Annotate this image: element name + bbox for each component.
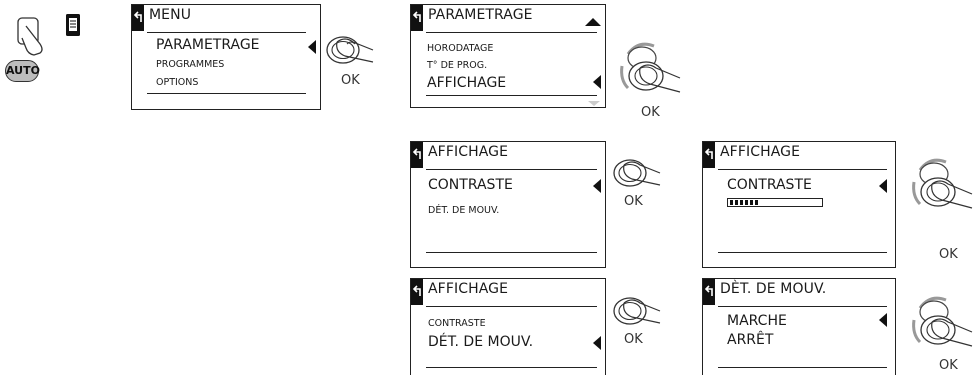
menu-item-contraste[interactable]: CONTRASTE — [428, 177, 513, 193]
selection-arrow-icon — [593, 75, 601, 89]
ok-press-icon[interactable] — [323, 28, 375, 74]
divider — [718, 306, 887, 307]
screen-title: AFFICHAGE — [720, 144, 801, 160]
screen-affichage-detection: AFFICHAGE CONTRASTE DÉT. DE MOUV. — [410, 278, 606, 375]
ok-press-icon[interactable] — [610, 151, 662, 197]
scroll-up-icon — [585, 18, 601, 26]
menu-item-contraste[interactable]: CONTRASTE — [428, 318, 486, 329]
screen-affichage-contraste: AFFICHAGE CONTRASTE DÉT. DE MOUV. — [410, 141, 606, 268]
menu-item-programmes[interactable]: PROGRAMMES — [156, 59, 225, 70]
selection-arrow-icon — [879, 313, 887, 327]
divider — [718, 367, 887, 368]
back-icon[interactable] — [703, 142, 715, 168]
screen-parametrage: PARAMETRAGE HORODATAGE T° DE PROG. AFFIC… — [410, 4, 606, 108]
back-icon[interactable] — [703, 279, 715, 305]
back-icon[interactable] — [132, 5, 144, 31]
contrast-level-bar[interactable] — [727, 198, 823, 207]
screen-contrast-adjust: AFFICHAGE CONTRASTE — [702, 141, 896, 268]
menu-item-detection-mouvement[interactable]: DÉT. DE MOUV. — [428, 334, 534, 350]
screen-menu: MENU PARAMETRAGE PROGRAMMES OPTIONS — [131, 4, 321, 110]
option-marche[interactable]: MARCHE — [727, 313, 787, 329]
rotate-ok-icon[interactable] — [904, 152, 974, 222]
selection-arrow-icon — [308, 40, 316, 54]
menu-item-parametrage[interactable]: PARAMETRAGE — [156, 37, 260, 53]
rotate-ok-icon[interactable] — [612, 36, 682, 106]
contrast-segment — [735, 200, 738, 205]
contrast-segment — [750, 200, 753, 205]
menu-item-detection-mouvement[interactable]: DÉT. DE MOUV. — [428, 205, 500, 216]
divider — [426, 95, 597, 96]
selection-arrow-icon — [593, 179, 601, 193]
document-icon — [66, 14, 80, 36]
menu-item-horodatage[interactable]: HORODATAGE — [427, 43, 494, 54]
divider — [426, 306, 597, 307]
ok-label: OK — [624, 194, 643, 209]
auto-button[interactable]: AUTO — [5, 60, 40, 82]
divider — [426, 367, 597, 368]
ok-label: OK — [939, 247, 958, 262]
menu-item-options[interactable]: OPTIONS — [156, 77, 199, 88]
contrast-segment — [740, 200, 743, 205]
selection-arrow-icon — [593, 336, 601, 350]
ok-label: OK — [624, 332, 643, 347]
menu-item-affichage[interactable]: AFFICHAGE — [427, 75, 507, 91]
divider — [718, 169, 887, 170]
divider — [426, 32, 597, 33]
touch-hand-icon — [17, 17, 43, 56]
ok-label: OK — [939, 358, 958, 373]
contrast-segment — [745, 200, 748, 205]
screen-title: MENU — [149, 7, 192, 23]
option-arret[interactable]: ARRÊT — [727, 332, 774, 348]
ok-press-icon[interactable] — [610, 289, 662, 335]
contrast-segment — [755, 200, 758, 205]
rotate-ok-icon[interactable] — [904, 290, 974, 360]
ok-label: OK — [641, 105, 660, 120]
menu-item-contraste: CONTRASTE — [727, 177, 812, 193]
back-icon[interactable] — [411, 142, 423, 168]
divider — [718, 252, 887, 253]
divider — [426, 169, 597, 170]
selection-arrow-icon — [879, 179, 887, 193]
contrast-segment — [730, 200, 733, 205]
screen-title: PARAMETRAGE — [428, 7, 533, 23]
scroll-down-icon — [588, 101, 600, 106]
screen-title: DÈT. DE MOUV. — [720, 281, 827, 297]
screen-title: AFFICHAGE — [428, 144, 509, 160]
ok-label: OK — [341, 73, 360, 88]
auto-button-label: AUTO — [6, 64, 40, 77]
screen-title: AFFICHAGE — [428, 281, 509, 297]
menu-item-temperature-prog[interactable]: T° DE PROG. — [427, 60, 488, 71]
divider — [147, 32, 306, 33]
screen-detection-mouvement: DÈT. DE MOUV. MARCHE ARRÊT — [702, 278, 896, 375]
divider — [147, 93, 306, 94]
back-icon[interactable] — [411, 5, 423, 31]
divider — [426, 252, 597, 253]
back-icon[interactable] — [411, 279, 423, 305]
